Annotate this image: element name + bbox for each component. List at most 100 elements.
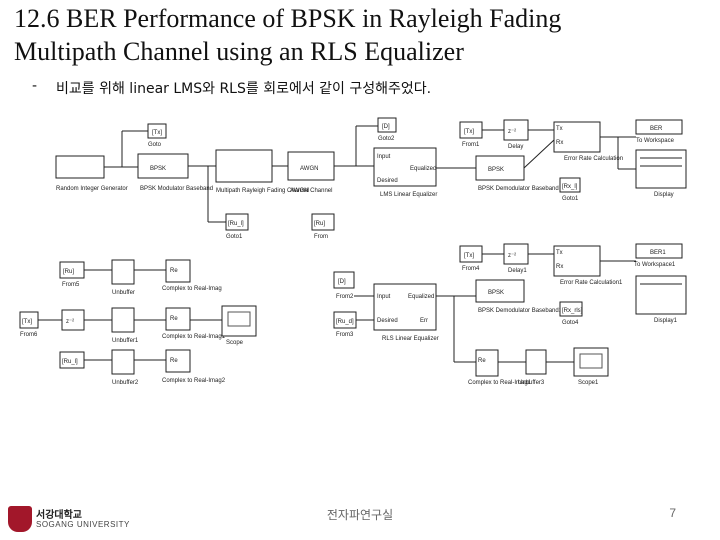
error-rate-label: Error Rate Calculation xyxy=(564,156,623,162)
scope-label: Scope xyxy=(226,340,244,346)
rls-equalizer-block[interactable] xyxy=(373,283,437,331)
c2r1-block[interactable] xyxy=(165,307,191,331)
c2r2-re: Re xyxy=(170,358,178,364)
rls-label: RLS Linear Equalizer xyxy=(382,336,439,342)
from5-label: From5 xyxy=(62,282,80,288)
er1-port-tx: Tx xyxy=(556,250,563,256)
from-ru-tag: [Ru] xyxy=(314,221,325,227)
goto1-block[interactable] xyxy=(225,213,249,231)
rayleigh-channel-block[interactable] xyxy=(215,149,273,183)
goto4-tag: [Rx_rls] xyxy=(562,308,583,314)
unbuffer3-block[interactable] xyxy=(525,349,547,375)
goto1b-label: Goto1 xyxy=(562,196,579,202)
to-ws-label: To Workspace xyxy=(636,138,675,144)
simulink-diagram: [Tx] Goto Random Integer Generator BPSK … xyxy=(19,117,687,386)
display1-label: Display1 xyxy=(654,318,678,324)
title-line-2: Multipath Channel using an RLS Equalizer xyxy=(14,37,464,66)
display-block[interactable] xyxy=(635,149,687,189)
goto-rxl-tag: [Rx_l] xyxy=(562,184,578,190)
c2r3-label: Complex to Real-Imag1 xyxy=(468,380,532,386)
delay1-glyph: z⁻² xyxy=(508,253,516,259)
goto4-label: Goto4 xyxy=(562,320,579,326)
random-integer-block[interactable] xyxy=(55,155,105,179)
display1-block[interactable] xyxy=(635,275,687,315)
logo-korean-name: 서강대학교 xyxy=(36,510,82,521)
bullet-text: 비교를 위해 linear LMS와 RLS를 회로에서 같이 구성해주었다. xyxy=(56,81,432,97)
delay-label: Delay xyxy=(508,144,523,150)
c2r3-block[interactable] xyxy=(475,349,499,377)
goto2-block[interactable] xyxy=(377,117,397,133)
unbuffer1-label: Unbuffer1 xyxy=(112,338,139,344)
from3-label: From3 xyxy=(336,332,354,338)
bpsk-demod1-label: BPSK Demodulator Baseband1 xyxy=(478,308,563,314)
from2-label: From2 xyxy=(336,294,354,300)
rls-port-input: Input xyxy=(377,294,391,300)
c2r2-block[interactable] xyxy=(165,349,191,373)
lms-port-equalized: Equalized xyxy=(410,166,436,172)
wire xyxy=(523,139,555,169)
c2r1-label: Complex to Real-Imag1 xyxy=(162,334,226,340)
rls-port-err: Err xyxy=(420,318,428,324)
bpsk-mod-label: BPSK Modulator Baseband xyxy=(140,186,213,192)
goto-rxl-block[interactable] xyxy=(559,177,581,193)
c2r-block[interactable] xyxy=(165,259,191,283)
from1-tag: [Tx] xyxy=(464,129,474,135)
rls-port-equalized: Equalized xyxy=(408,294,434,300)
rls-port-desired: Desired xyxy=(377,318,398,324)
to-ws-var: BER xyxy=(650,126,663,132)
goto1-label: Goto1 xyxy=(226,234,243,240)
unbuffer2-label: Unbuffer2 xyxy=(112,380,139,386)
c2r1-re: Re xyxy=(170,316,178,322)
bpsk-demod1-text: BPSK xyxy=(488,290,504,296)
bpsk-mod-text: BPSK xyxy=(150,166,166,172)
lms-port-desired: Desired xyxy=(377,178,398,184)
bpsk-modulator-block[interactable] xyxy=(137,153,189,179)
from5-tag: [Ru] xyxy=(63,269,74,275)
to-workspace1-block[interactable] xyxy=(635,243,683,259)
bpsk-demod-block[interactable] xyxy=(475,155,525,181)
goto4-block[interactable] xyxy=(559,301,583,317)
awgn-text: AWGN xyxy=(300,166,318,172)
from1-label: From1 xyxy=(462,142,480,148)
from7-tag: [Ru_l] xyxy=(62,359,78,365)
error-rate-block[interactable] xyxy=(553,121,601,153)
university-seal-icon xyxy=(8,506,32,532)
university-logo: 서강대학교 SOGANG UNIVERSITY xyxy=(8,506,129,534)
to-ws1-label: To Workspace1 xyxy=(634,262,676,268)
unbuffer1-block[interactable] xyxy=(111,307,135,333)
er-port-tx: Tx xyxy=(556,126,563,132)
page-number: 7 xyxy=(669,506,676,520)
unbuffer-block[interactable] xyxy=(111,259,135,285)
bpsk-demod-text: BPSK xyxy=(488,167,504,173)
er1-port-rx: Rx xyxy=(556,264,563,270)
unbuffer3-label: Unbuffer3 xyxy=(518,380,545,386)
scope1-label: Scope1 xyxy=(578,380,599,386)
footer-lab-name: 전자파연구실 xyxy=(326,508,394,522)
scope-screen xyxy=(227,311,251,327)
from6-tag: [Tx] xyxy=(22,319,32,325)
lms-equalizer-block[interactable] xyxy=(373,147,437,187)
from3-tag: [Ru_d] xyxy=(336,319,354,325)
lms-port-input: Input xyxy=(377,154,391,160)
from2-tag: [D] xyxy=(338,279,346,285)
delay2-glyph: z⁻² xyxy=(66,319,74,325)
bpsk-demod-label: BPSK Demodulator Baseband xyxy=(478,186,559,192)
goto-tx-tag: [Tx] xyxy=(152,130,162,136)
title-line-1: 12.6 BER Performance of BPSK in Rayleigh… xyxy=(14,4,562,33)
from-ru-block[interactable] xyxy=(311,213,335,231)
scope1-screen xyxy=(579,353,603,369)
random-label: Random Integer Generator xyxy=(56,186,128,192)
unbuffer2-block[interactable] xyxy=(111,349,135,375)
bpsk-demod1-block[interactable] xyxy=(475,279,525,303)
to-ws1-var: BER1 xyxy=(650,250,666,256)
to-workspace-block[interactable] xyxy=(635,119,683,135)
from2-block[interactable] xyxy=(333,271,355,289)
goto2-tag: [D] xyxy=(382,124,390,130)
rayleigh-label: Multipath Rayleigh Fading Channel xyxy=(216,188,309,194)
delay1-label: Delay1 xyxy=(508,268,527,274)
goto1-tag: [Ru_l] xyxy=(228,221,244,227)
logo-english-name: SOGANG UNIVERSITY xyxy=(36,520,130,529)
goto2-label: Goto2 xyxy=(378,136,395,142)
error-rate1-block[interactable] xyxy=(553,245,601,277)
c2r3-re: Re xyxy=(478,358,486,364)
